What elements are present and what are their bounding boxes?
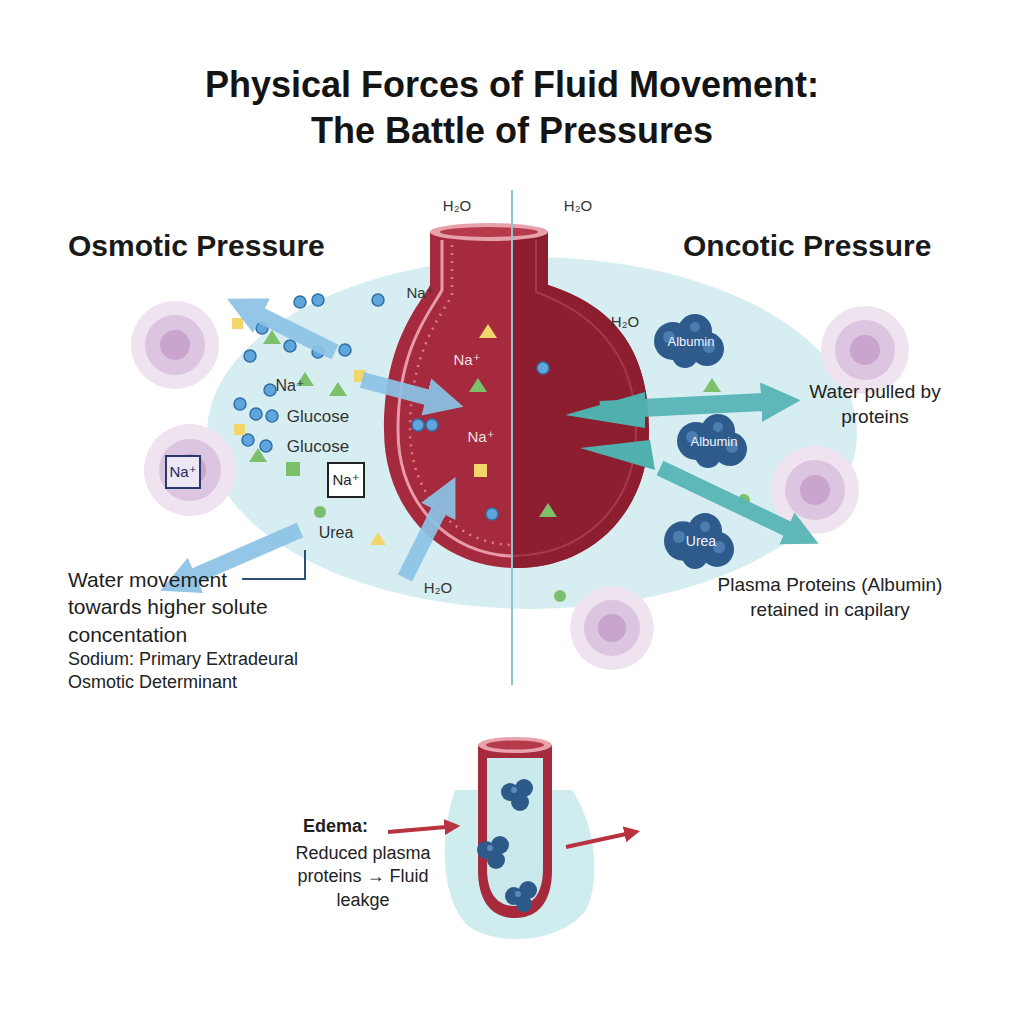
annotation-text: Water movement towards higher solute con… xyxy=(68,566,293,648)
solute-dot xyxy=(486,508,498,520)
water-label: H₂O xyxy=(611,312,639,332)
inflow-wedge xyxy=(580,440,655,470)
leader-line xyxy=(242,550,305,579)
cell xyxy=(821,306,909,394)
edema-vessel xyxy=(445,737,595,939)
node-text: Albumin xyxy=(668,334,715,349)
solute-label: Glucose xyxy=(287,436,349,458)
solute-label: Glucose xyxy=(287,406,349,428)
protein-blob: Albumin xyxy=(668,413,760,469)
water-label: H₂O xyxy=(564,196,592,216)
node-text: Na⁺ xyxy=(169,463,196,481)
cell xyxy=(144,424,236,516)
edema-text: Reduced plasma proteins → Fluid leakge xyxy=(283,842,443,912)
node-text: Na⁺ xyxy=(332,471,359,489)
ion-label: Na⁺ xyxy=(276,376,305,397)
ion-label: Na⁺ xyxy=(453,350,480,370)
solute-label: Urea xyxy=(319,523,354,544)
note-text: Sodium: Primary Extradeural Osmotic Dete… xyxy=(68,648,318,695)
solute-dot xyxy=(412,419,424,431)
water-arrows xyxy=(192,314,440,578)
edema-heading: Edema: xyxy=(303,815,423,838)
annotation-text: Plasma Proteins (Albumin) retained in ca… xyxy=(695,573,965,622)
protein-blob: Albumin xyxy=(645,313,737,369)
solute-triangle xyxy=(370,532,386,545)
node-text: Albumin xyxy=(691,434,738,449)
solute-triangle xyxy=(469,378,487,392)
section-heading: Osmotic Pressure xyxy=(68,226,325,265)
solute-triangle xyxy=(479,324,497,338)
divider-line xyxy=(511,190,513,685)
cell xyxy=(131,301,219,389)
ion-label: Na⁺ xyxy=(467,427,494,447)
cell xyxy=(570,586,654,670)
section-heading: Oncotic Pressure xyxy=(683,226,931,265)
node-text: Urea xyxy=(686,533,716,549)
solute-dot xyxy=(537,362,549,374)
diagram-title: Physical Forces of Fluid Movement: The B… xyxy=(187,62,837,154)
ion-box: Na⁺ xyxy=(165,455,201,489)
water-label: H₂O xyxy=(443,196,471,216)
ion-box: Na⁺ xyxy=(327,462,365,498)
solute-dot xyxy=(426,419,438,431)
protein-blob: Urea xyxy=(655,512,747,570)
annotation-text: Water pulled by proteins xyxy=(800,380,950,429)
water-label: H₂O xyxy=(424,578,452,598)
ion-label: Na⁺ xyxy=(406,283,433,303)
solute-square xyxy=(474,464,487,477)
inflow-wedge xyxy=(565,392,645,428)
solute-triangle xyxy=(539,503,557,517)
